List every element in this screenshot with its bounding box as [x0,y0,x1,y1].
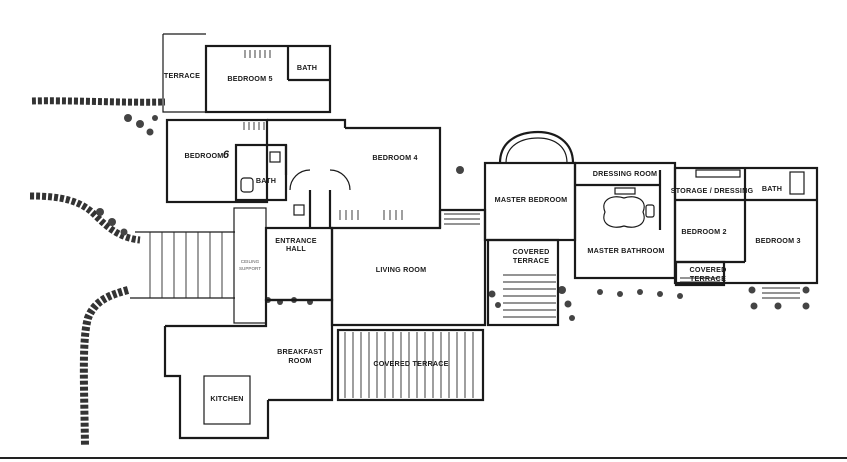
master-bedroom-block [483,130,577,327]
annotation-support: SUPPORT [239,266,261,271]
entrance-steps [130,231,235,299]
label-kitchen: KITCHEN [210,394,243,403]
label-bedroom-6: BEDROOM [185,151,224,160]
living-core [233,207,487,327]
label-storage-dressing: STORAGE / DRESSING [671,186,754,195]
garden-shrubs [96,114,810,321]
label-bath-right: BATH [762,184,782,193]
annotation-ceiling: CEILING [241,259,260,264]
label-dressing-room: DRESSING ROOM [593,169,658,178]
label-bedroom-4: BEDROOM 4 [372,153,417,162]
label-terrace: TERRACE [164,71,200,80]
garden-stone-wall-middle [29,192,141,244]
label-master-bedroom: MASTER BEDROOM [495,195,568,204]
label-living-room: LIVING ROOM [376,265,427,274]
label-bath-mid: BATH [256,176,276,185]
label-bedroom-6-number: 6 [223,149,230,161]
garden-stone-wall-bottom [79,286,130,446]
garden-stone-wall-top [31,97,166,106]
label-breakfast: BREAKFAST [277,347,323,356]
label-master-bathroom: MASTER BATHROOM [587,246,664,255]
bedroom-wing [165,118,442,230]
label-bedroom-3: BEDROOM 3 [755,236,800,245]
label-covered-terrace-mid-2: TERRACE [513,256,549,265]
label-entrance: ENTRANCE [275,236,317,245]
east-wing [673,166,819,299]
label-covered-terrace-right-1: COVERED [690,265,727,274]
kitchen-block [163,298,485,440]
label-covered-terrace-bottom: COVERED TERRACE [373,359,448,368]
bottom-rule [0,457,847,459]
label-bath-top: BATH [297,63,317,72]
label-bedroom-5: BEDROOM 5 [227,74,272,83]
label-room: ROOM [288,356,311,365]
master-suite [573,161,677,280]
label-hall: HALL [286,244,306,253]
label-bedroom-2: BEDROOM 2 [681,227,726,236]
bedroom-5-block [162,33,332,114]
label-covered-terrace-mid-1: COVERED [513,247,550,256]
label-covered-terrace-right-2: TERRACE [690,274,726,283]
